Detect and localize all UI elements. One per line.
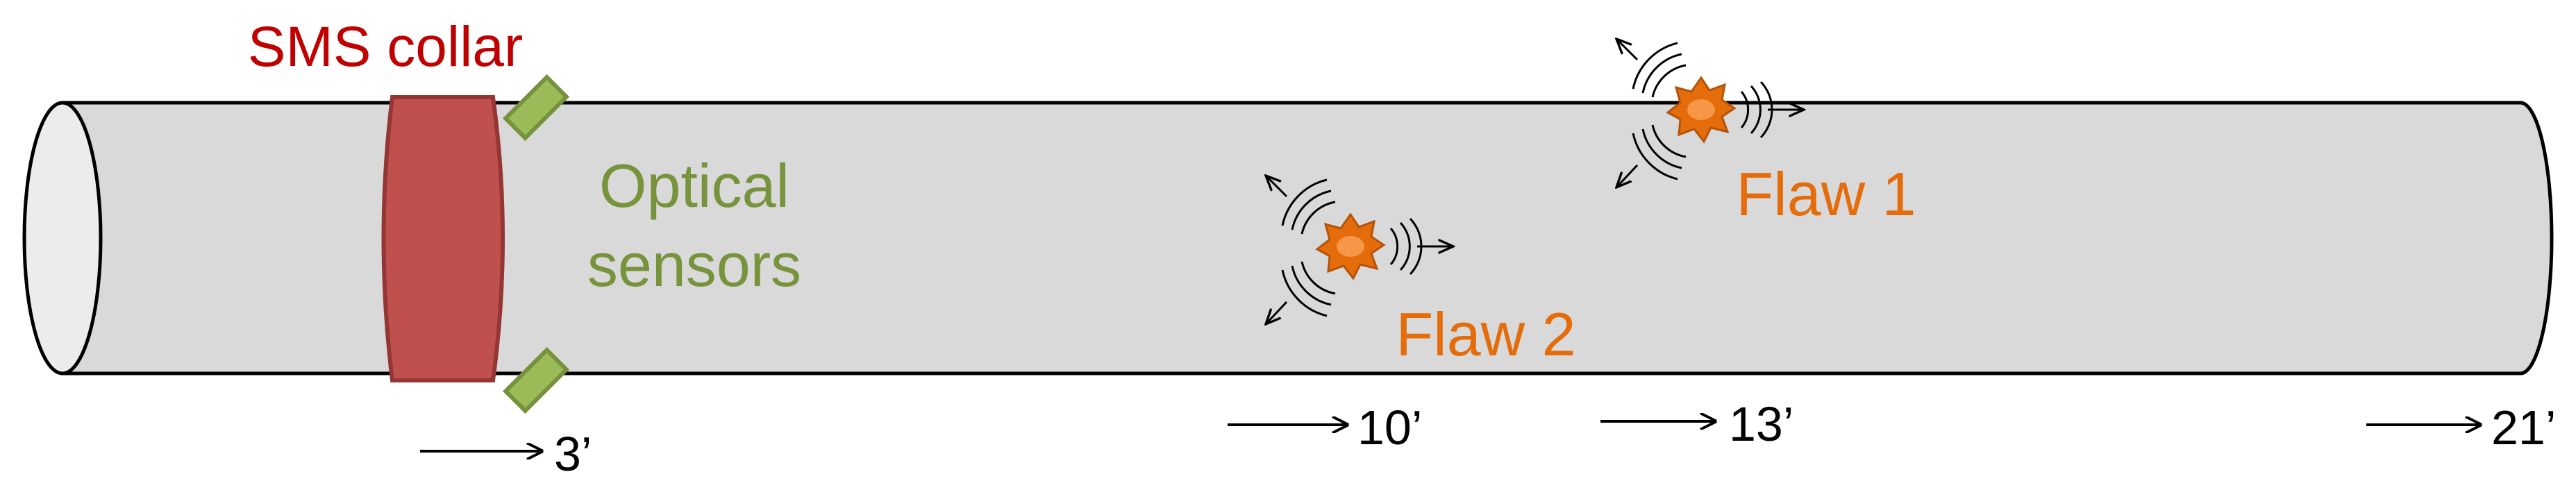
arrow-downleft-icon [1266, 301, 1288, 324]
marker-label-13: 13’ [1729, 397, 1793, 451]
marker-label-3: 3’ [554, 427, 592, 478]
arrow-upleft-icon [1266, 176, 1288, 198]
flaw-burst-icon [1315, 212, 1386, 280]
collar-label: SMS collar [248, 15, 523, 78]
pipe-end-left [22, 101, 103, 375]
sensors-label-line2: sensors [587, 230, 801, 299]
acoustic-wave-icon [1281, 178, 1423, 317]
distance-marker-21: 21’ [2366, 400, 2556, 455]
flaw-2 [1266, 176, 1453, 324]
arrow-upleft-icon [1616, 39, 1639, 61]
distance-marker-10: 10’ [1228, 400, 1422, 455]
flaw-1-label: Flaw 1 [1736, 160, 1916, 228]
flaw-2-label: Flaw 2 [1396, 300, 1575, 369]
pipe [22, 101, 2554, 375]
pipe-body [60, 101, 2554, 375]
optical-sensor-top [502, 74, 570, 142]
optical-sensor-bottom [502, 346, 570, 414]
sensors-label-line1: Optical [599, 151, 789, 220]
marker-label-10: 10’ [1357, 400, 1422, 455]
flaw-1 [1616, 39, 1804, 187]
distance-marker-3: 3’ [420, 427, 592, 481]
arrow-downleft-icon [1616, 164, 1639, 187]
flaw-burst-icon [1666, 76, 1737, 144]
distance-marker-13: 13’ [1600, 397, 1793, 451]
marker-label-21: 21’ [2491, 400, 2556, 455]
sms-collar [381, 95, 505, 382]
